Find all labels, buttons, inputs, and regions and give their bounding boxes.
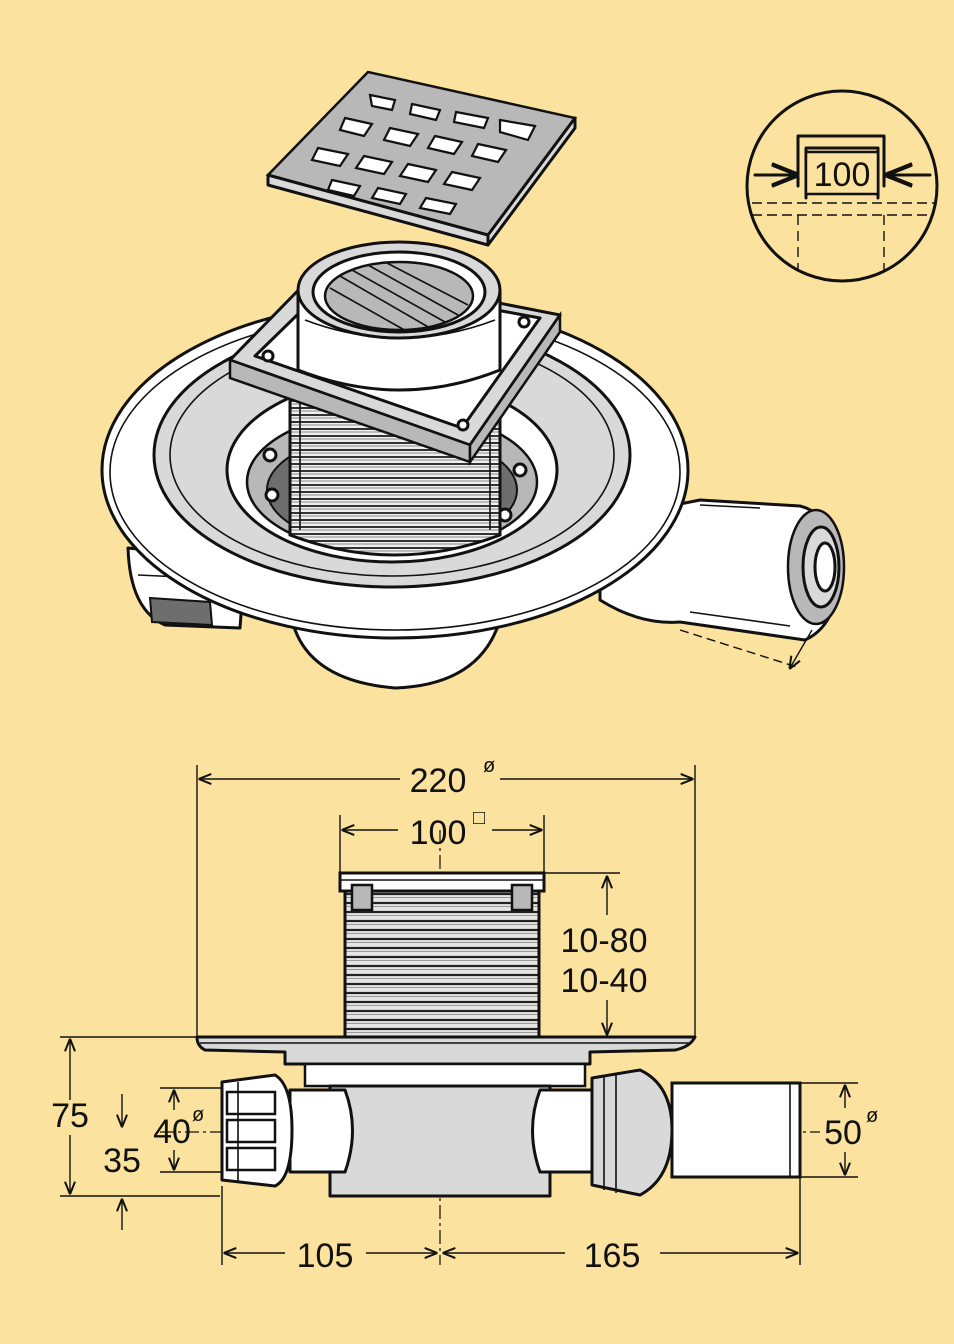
- inlet-diameter-label: 40: [153, 1113, 191, 1151]
- top-tube: [296, 240, 502, 392]
- outlet-diameter-mark: ø: [866, 1105, 878, 1127]
- grate-size-label: 100: [410, 814, 467, 852]
- dim-40: 40 ø: [153, 1087, 222, 1173]
- inlet-height-label: 35: [103, 1142, 141, 1180]
- inlet-diameter-mark: ø: [192, 1104, 204, 1126]
- section-riser: [338, 871, 546, 1039]
- section-view: 220 ø 100 □ 10-80 10-40 75: [51, 755, 878, 1275]
- outer-diameter-label: 220: [410, 762, 467, 800]
- dim-100: 100 □: [339, 807, 545, 873]
- section-body: [288, 1062, 594, 1198]
- dim-height-range: 10-80 10-40: [544, 872, 648, 1034]
- left-offset-label: 105: [297, 1237, 354, 1275]
- detail-label: 100: [814, 156, 871, 194]
- grate-size-mark: □: [473, 807, 485, 829]
- total-height-label: 75: [51, 1097, 89, 1135]
- height-range-b-label: 10-40: [561, 962, 648, 1000]
- dim-75: 75: [51, 1036, 220, 1197]
- section-outlet: [590, 1068, 802, 1197]
- height-range-a-label: 10-80: [561, 922, 648, 960]
- dim-horizontal-offsets: 105 165: [221, 1177, 801, 1275]
- section-flange: [195, 1035, 697, 1066]
- dim-220: 220 ø: [196, 755, 696, 1037]
- dim-50: 50 ø: [800, 1082, 878, 1178]
- detail-circle: 100: [745, 89, 939, 283]
- grate: [265, 70, 578, 247]
- isometric-view: [100, 70, 846, 690]
- dim-35: 35: [103, 1094, 141, 1230]
- right-offset-label: 165: [584, 1237, 641, 1275]
- section-inlet-nut: [220, 1073, 294, 1188]
- outlet-diameter-label: 50: [824, 1114, 862, 1152]
- outer-diameter-mark: ø: [483, 755, 495, 777]
